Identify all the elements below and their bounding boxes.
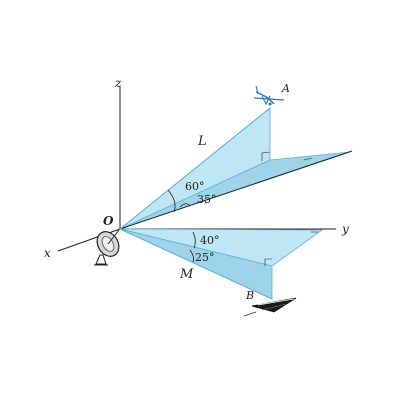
radar-dish-icon	[94, 229, 120, 266]
label-y: y	[341, 222, 349, 236]
angle-label-40: 40°	[200, 234, 220, 247]
aircraft-icon	[253, 85, 285, 106]
angle-arc-40	[192, 231, 196, 249]
angle-label-35: 35°	[197, 193, 217, 206]
angle-arc-60	[167, 189, 176, 213]
upper-right-angle-far	[303, 157, 313, 161]
label-a: A	[281, 82, 290, 95]
label-line-l: L	[197, 134, 207, 149]
lower-right-angle	[264, 258, 272, 266]
label-b: B	[245, 289, 254, 302]
angle-label-60: 60°	[185, 180, 205, 193]
upper-right-angle	[261, 151, 271, 161]
label-line-m: M	[179, 267, 194, 282]
line-m	[119, 228, 273, 300]
angle-label-25: 25°	[195, 251, 215, 264]
label-origin: O	[103, 214, 114, 228]
angle-arc-35	[179, 203, 191, 208]
line-l	[119, 107, 271, 230]
label-x: x	[44, 246, 51, 260]
label-z: z	[114, 76, 122, 90]
upper-ray-line	[119, 150, 353, 230]
missile-icon	[243, 297, 297, 317]
angle-arc-25	[189, 249, 194, 263]
